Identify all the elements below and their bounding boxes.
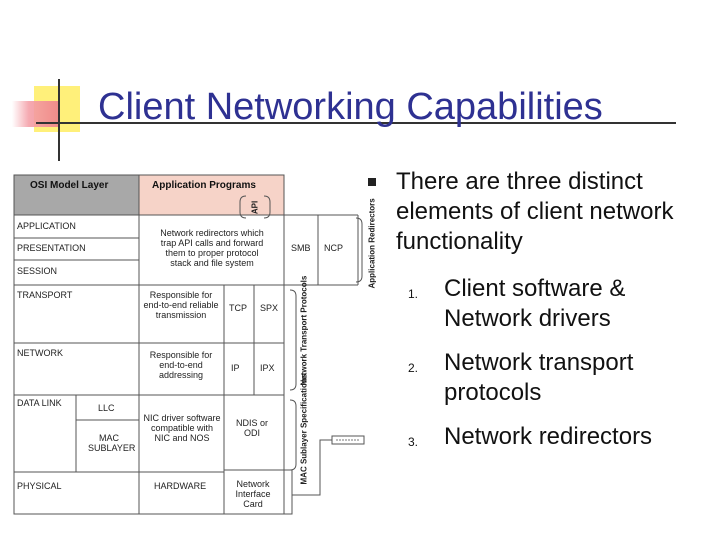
llc-label: LLC — [98, 403, 115, 413]
item-3-number: 3. — [408, 435, 419, 449]
network-description: Responsible for end-to-end addressing — [149, 350, 213, 380]
redirector-description: Network redirectors which trap API calls… — [160, 228, 264, 268]
title-vertical-line — [58, 79, 60, 161]
ip-label: IP — [231, 363, 240, 373]
api-label: API — [250, 200, 260, 215]
layer-session: SESSION — [17, 266, 58, 276]
network-transport-protocols-label: Network Transport Protocols — [299, 275, 309, 386]
title-underline — [36, 122, 676, 124]
smb-label: SMB — [291, 243, 311, 253]
layer-data-link: DATA LINK — [17, 398, 62, 408]
osi-header-bg — [14, 175, 139, 215]
app-header: Application Programs — [152, 180, 256, 191]
layer-physical: PHYSICAL — [17, 481, 62, 491]
item-2-text: Network transport protocols — [444, 349, 634, 406]
network-interface-card-label: Network Interface Card — [235, 479, 271, 509]
layer-application: APPLICATION — [17, 221, 76, 231]
tcp-label: TCP — [229, 303, 247, 313]
item-1-number: 1. — [408, 287, 419, 301]
spx-label: SPX — [260, 303, 279, 313]
item-1-text: Client software & Network drivers — [444, 275, 626, 332]
item-3-text: Network redirectors — [444, 423, 653, 450]
layer-network: NETWORK — [17, 348, 63, 358]
ipx-label: IPX — [260, 363, 275, 373]
ndis-odi-label: NDIS or ODI — [235, 418, 268, 438]
app-header-bg — [139, 175, 284, 215]
hardware-label: HARDWARE — [154, 481, 207, 491]
item-2-number: 2. — [408, 361, 419, 375]
transport-description: Responsible for end-to-end reliable tran… — [143, 290, 219, 320]
mac-sublayer-label: MAC SUBLAYER — [88, 433, 136, 453]
osi-diagram-lines — [13, 174, 365, 515]
application-redirectors-label: Application Redirectors — [367, 198, 377, 289]
osi-diagram: OSI Model Layer Application Programs API… — [13, 174, 377, 515]
nic-driver-description: NIC driver software compatible with NIC … — [143, 413, 221, 443]
layer-transport: TRANSPORT — [17, 290, 73, 300]
slide-title: Client Networking Capabilities — [98, 86, 603, 128]
layer-presentation: PRESENTATION — [17, 243, 86, 253]
ncp-label: NCP — [324, 243, 344, 253]
osi-header: OSI Model Layer — [30, 180, 109, 191]
mac-sublayer-specifications-label: MAC Sublayer Specifications — [299, 373, 309, 485]
bullet-square-icon — [368, 178, 376, 186]
bullet-intro: There are three distinct elements of cli… — [396, 168, 674, 255]
